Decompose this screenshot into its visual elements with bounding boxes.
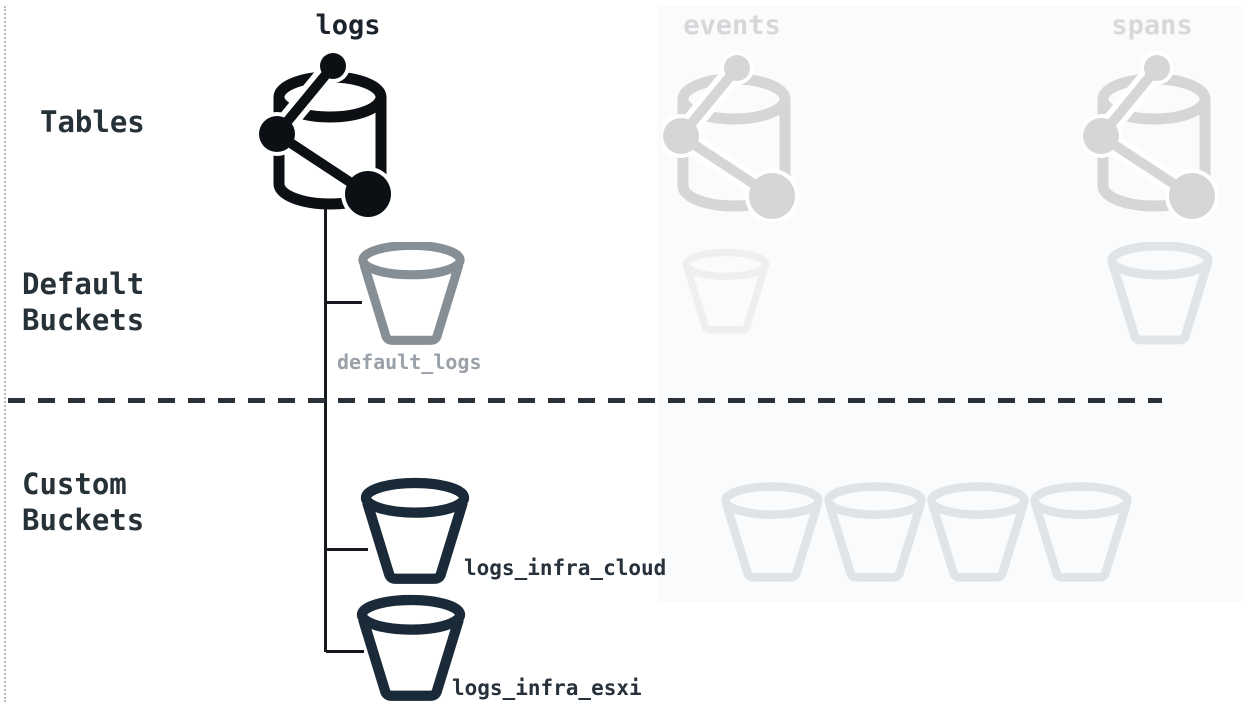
row-label-default-line2: Buckets (22, 303, 145, 337)
logs-infra-cloud-bucket-label: logs_infra_cloud (464, 556, 667, 580)
logs-infra-esxi-bucket-icon (354, 594, 468, 704)
faded-custom-bucket-icon-4 (1027, 479, 1135, 587)
faded-custom-bucket-icon-1 (718, 479, 826, 587)
spans-default-bucket-icon (1104, 242, 1216, 346)
row-label-tables: Tables (40, 104, 145, 140)
column-header-logs: logs (315, 10, 381, 41)
row-label-default-line1: Default (22, 267, 145, 301)
connector-branch-default-logs (326, 301, 362, 304)
spans-table-database-network-icon (1082, 50, 1224, 222)
logs-infra-esxi-bucket-label: logs_infra_esxi (452, 676, 642, 700)
default-custom-separator (8, 398, 1162, 403)
connector-branch-logs-infra-esxi (326, 650, 364, 653)
row-label-custom-line2: Buckets (22, 503, 145, 537)
default-logs-bucket-icon (355, 242, 468, 346)
column-header-events: events (683, 10, 781, 41)
row-label-tables-text: Tables (40, 105, 145, 139)
connector-trunk (324, 200, 327, 652)
logs-infra-cloud-bucket-icon (358, 477, 472, 587)
faded-custom-bucket-icon-2 (821, 479, 929, 587)
faded-custom-bucket-icon-3 (924, 479, 1032, 587)
logs-table-database-network-icon (258, 48, 400, 220)
column-header-spans: spans (1111, 10, 1193, 41)
connector-branch-logs-infra-cloud (326, 548, 368, 551)
events-default-bucket-icon (680, 240, 772, 344)
left-dotted-border (4, 6, 6, 702)
events-table-database-network-icon (662, 50, 804, 222)
default-logs-bucket-label: default_logs (337, 350, 482, 374)
row-label-custom-line1: Custom (22, 467, 127, 501)
